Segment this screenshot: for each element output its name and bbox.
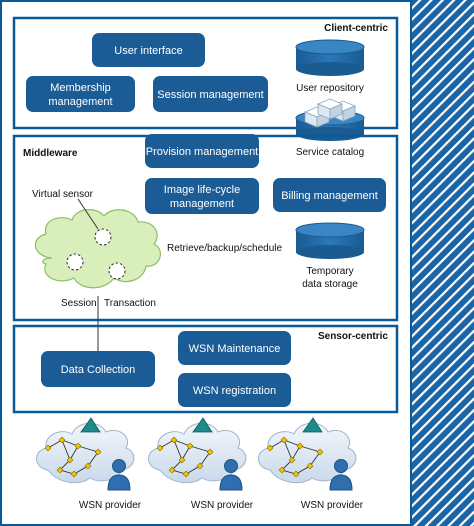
data-collection-box [41,351,155,387]
temporary-storage-cylinder [295,222,365,259]
user-interface-box [92,33,205,67]
membership-label-line1: Membership [50,82,111,94]
service-catalog-icon [295,98,365,141]
virtual-sensor-label: Virtual sensor [32,189,94,200]
wsn-registration-label: WSN registration [193,385,276,397]
virtual-sensor-pointer [77,198,99,230]
membership-label-line2: management [48,96,112,108]
billing-management-box [273,178,386,212]
transaction-label: Transaction [104,298,156,309]
session-management-box [153,76,268,112]
session-management-label: Session management [157,89,263,101]
wsn-maintenance-label: WSN Maintenance [189,343,281,355]
client-centric-title: Client-centric [324,23,388,34]
service-catalog-label: Service catalog [296,147,364,158]
image-lifecycle-line1: Image life-cycle [164,184,240,196]
wsn-gateway-icon [302,417,323,433]
wsn-gateway-icon [80,417,101,433]
wsn-provider-group [148,417,247,491]
image-lifecycle-line2: management [170,198,234,210]
session-label: Session [61,298,97,309]
wsn-provider-label: WSN provider [191,500,254,511]
billing-management-label: Billing management [281,190,378,202]
wsn-sensor-nodes [266,436,324,478]
data-collection-label: Data Collection [61,364,136,376]
wsn-maintenance-box [178,331,291,365]
temporary-storage-line2: data storage [302,279,358,290]
wsn-registration-box [178,373,291,407]
virtual-sensor-cloud [34,209,162,289]
wsn-provider-group [36,417,135,491]
user-repository-label: User repository [296,83,364,94]
wsn-provider-group [258,417,357,491]
retrieve-backup-schedule-label: Retrieve/backup/schedule [167,243,283,254]
wsn-provider-label: WSN provider [301,500,364,511]
striped-border [412,0,474,526]
provision-management-box [145,134,259,168]
virtual-sensor-node [66,253,84,271]
wsn-provider-label: WSN provider [79,500,142,511]
virtual-sensor-node [108,262,126,280]
sensor-centric-title: Sensor-centric [318,331,388,342]
user-repository-cylinder [295,39,365,76]
provision-management-label: Provision management [146,146,259,158]
sensor-centric-layer [12,324,399,414]
wsn-sensor-nodes [44,436,102,478]
image-lifecycle-box [145,178,259,214]
wsn-gateway-icon [192,417,213,433]
membership-management-box [26,76,135,112]
temporary-storage-line1: Temporary [306,266,353,277]
virtual-sensor-node [94,228,112,246]
wsn-sensor-nodes [156,436,214,478]
user-interface-label: User interface [114,45,182,57]
middleware-title: Middleware [23,148,78,159]
